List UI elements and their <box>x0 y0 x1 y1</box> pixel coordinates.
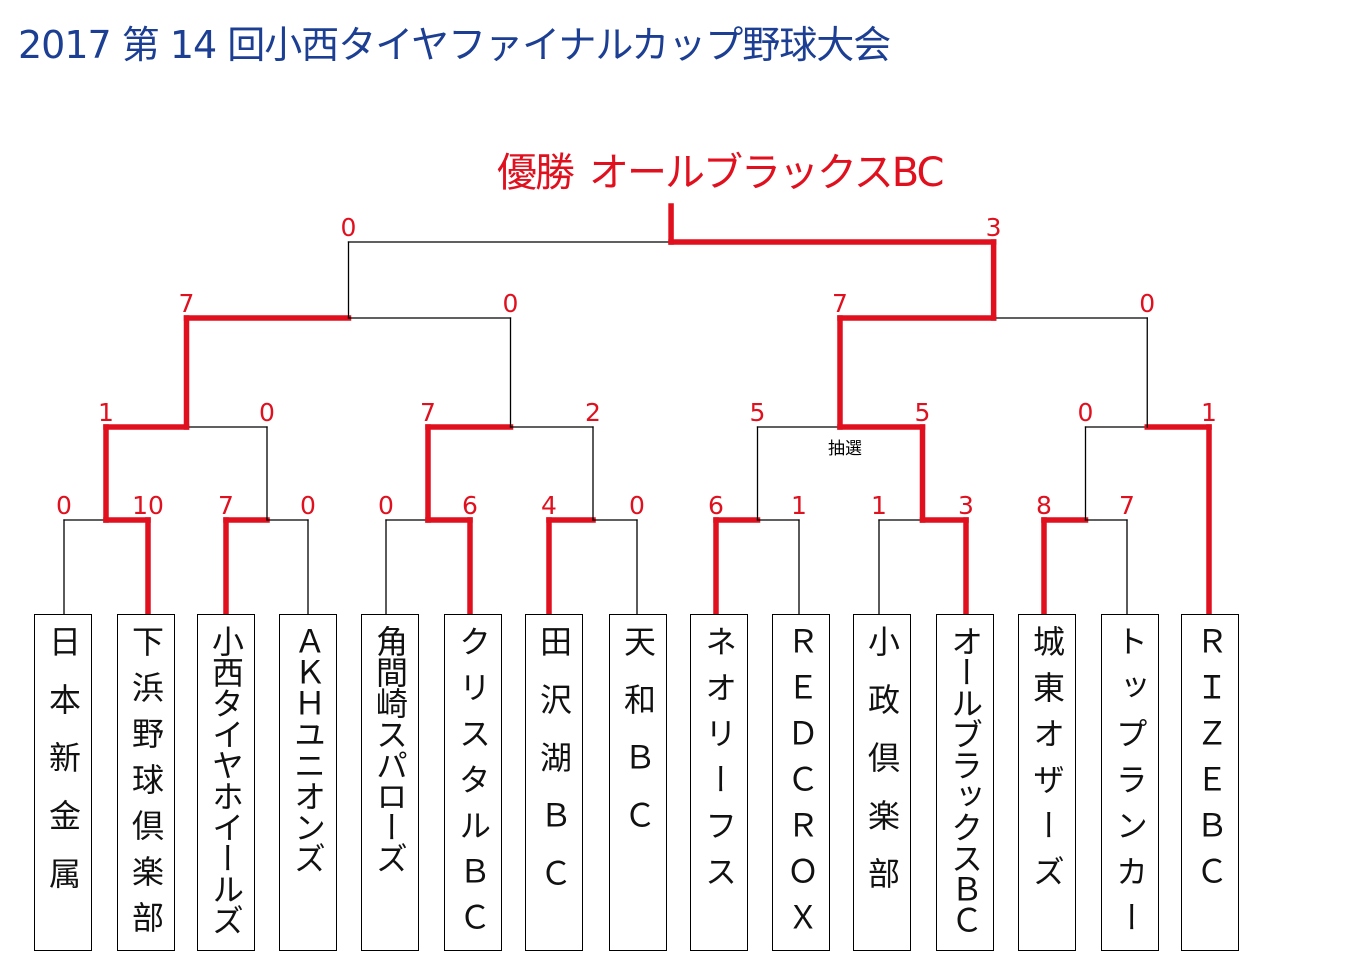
r1-match-4-score-left: 4 <box>541 491 557 520</box>
r1-match-7-score-right: 7 <box>1119 491 1135 520</box>
r2-match-1-score-right: 0 <box>259 398 275 427</box>
team-box: 城東オザーズ <box>1018 614 1076 951</box>
r2-match-2-score-right: 2 <box>585 398 601 427</box>
team-name: 城東オザーズ <box>1028 625 1066 901</box>
final-match-score-right: 3 <box>986 213 1002 242</box>
team-box: ＲＥＤＣＲＯＸ <box>772 614 830 951</box>
r1-match-5-score-left: 6 <box>708 491 724 520</box>
r1-match-2-score-left: 7 <box>218 491 234 520</box>
r2-match-3-score-left: 5 <box>750 398 766 427</box>
team-name: オールブラックスＢＣ <box>946 625 984 935</box>
team-name: ＲＥＤＣＲＯＸ <box>782 625 820 947</box>
team-box: 田沢湖ＢＣ <box>525 614 583 951</box>
team-name: トップランカー <box>1111 625 1149 947</box>
team-box: 小西タイヤホイールズ <box>197 614 255 951</box>
r1-match-3-score-left: 0 <box>378 491 394 520</box>
team-box: 小政倶楽部 <box>853 614 911 951</box>
r1-match-4-score-right: 0 <box>629 491 645 520</box>
semifinal-2-score-left: 7 <box>832 289 848 318</box>
r1-match-5-score-right: 1 <box>791 491 807 520</box>
lottery-note: 抽選 <box>828 439 862 459</box>
semifinal-1-score-right: 0 <box>503 289 519 318</box>
team-box: ＡＫＨユニオンズ <box>279 614 337 951</box>
r1-match-6-score-left: 1 <box>871 491 887 520</box>
champion-banner: 優勝オールブラックスBC <box>497 140 944 198</box>
page-title: 2017 第 14 回小西タイヤファイナルカップ野球大会 <box>18 23 891 67</box>
team-box: 下浜野球倶楽部 <box>117 614 175 951</box>
semifinal-1-score-left: 7 <box>179 289 195 318</box>
team-box: ネオリーフス <box>690 614 748 951</box>
champion-label: 優勝 <box>497 150 575 196</box>
team-name: クリスタルＢＣ <box>454 625 492 947</box>
team-name: ＡＫＨユニオンズ <box>289 625 327 873</box>
r1-match-6-score-right: 3 <box>958 491 974 520</box>
team-box: トップランカー <box>1101 614 1159 951</box>
r2-match-2-score-left: 7 <box>420 398 436 427</box>
r2-match-1-score-left: 1 <box>98 398 114 427</box>
team-name: ネオリーフス <box>700 625 738 901</box>
semifinal-2-score-right: 0 <box>1139 289 1155 318</box>
r1-match-2-score-right: 0 <box>300 491 316 520</box>
team-name: 下浜野球倶楽部 <box>127 625 165 947</box>
team-box: オールブラックスＢＣ <box>936 614 994 951</box>
team-name: 田沢湖ＢＣ <box>535 625 573 915</box>
team-name: 日本新金属 <box>44 625 82 915</box>
team-box: クリスタルＢＣ <box>444 614 502 951</box>
team-name: 天和ＢＣ <box>619 625 657 857</box>
champion-team: オールブラックスBC <box>589 150 944 196</box>
r1-match-1-score-right: 10 <box>132 491 164 520</box>
team-name: 小政倶楽部 <box>863 625 901 915</box>
team-box: 日本新金属 <box>34 614 92 951</box>
r2-match-4-score-left: 0 <box>1078 398 1094 427</box>
team-box: 角間崎スパローズ <box>361 614 419 951</box>
final-match-score-left: 0 <box>341 213 357 242</box>
team-name: 小西タイヤホイールズ <box>207 625 245 935</box>
r2-match-4-score-right: 1 <box>1201 398 1217 427</box>
r1-match-7-score-left: 8 <box>1036 491 1052 520</box>
team-name: 角間崎スパローズ <box>371 625 409 873</box>
team-box: 天和ＢＣ <box>609 614 667 951</box>
r2-match-3-score-right: 5 <box>915 398 931 427</box>
team-name: ＲＩＺＥＢＣ <box>1191 625 1229 901</box>
team-box: ＲＩＺＥＢＣ <box>1181 614 1239 951</box>
r1-match-1-score-left: 0 <box>56 491 72 520</box>
r1-match-3-score-right: 6 <box>462 491 478 520</box>
